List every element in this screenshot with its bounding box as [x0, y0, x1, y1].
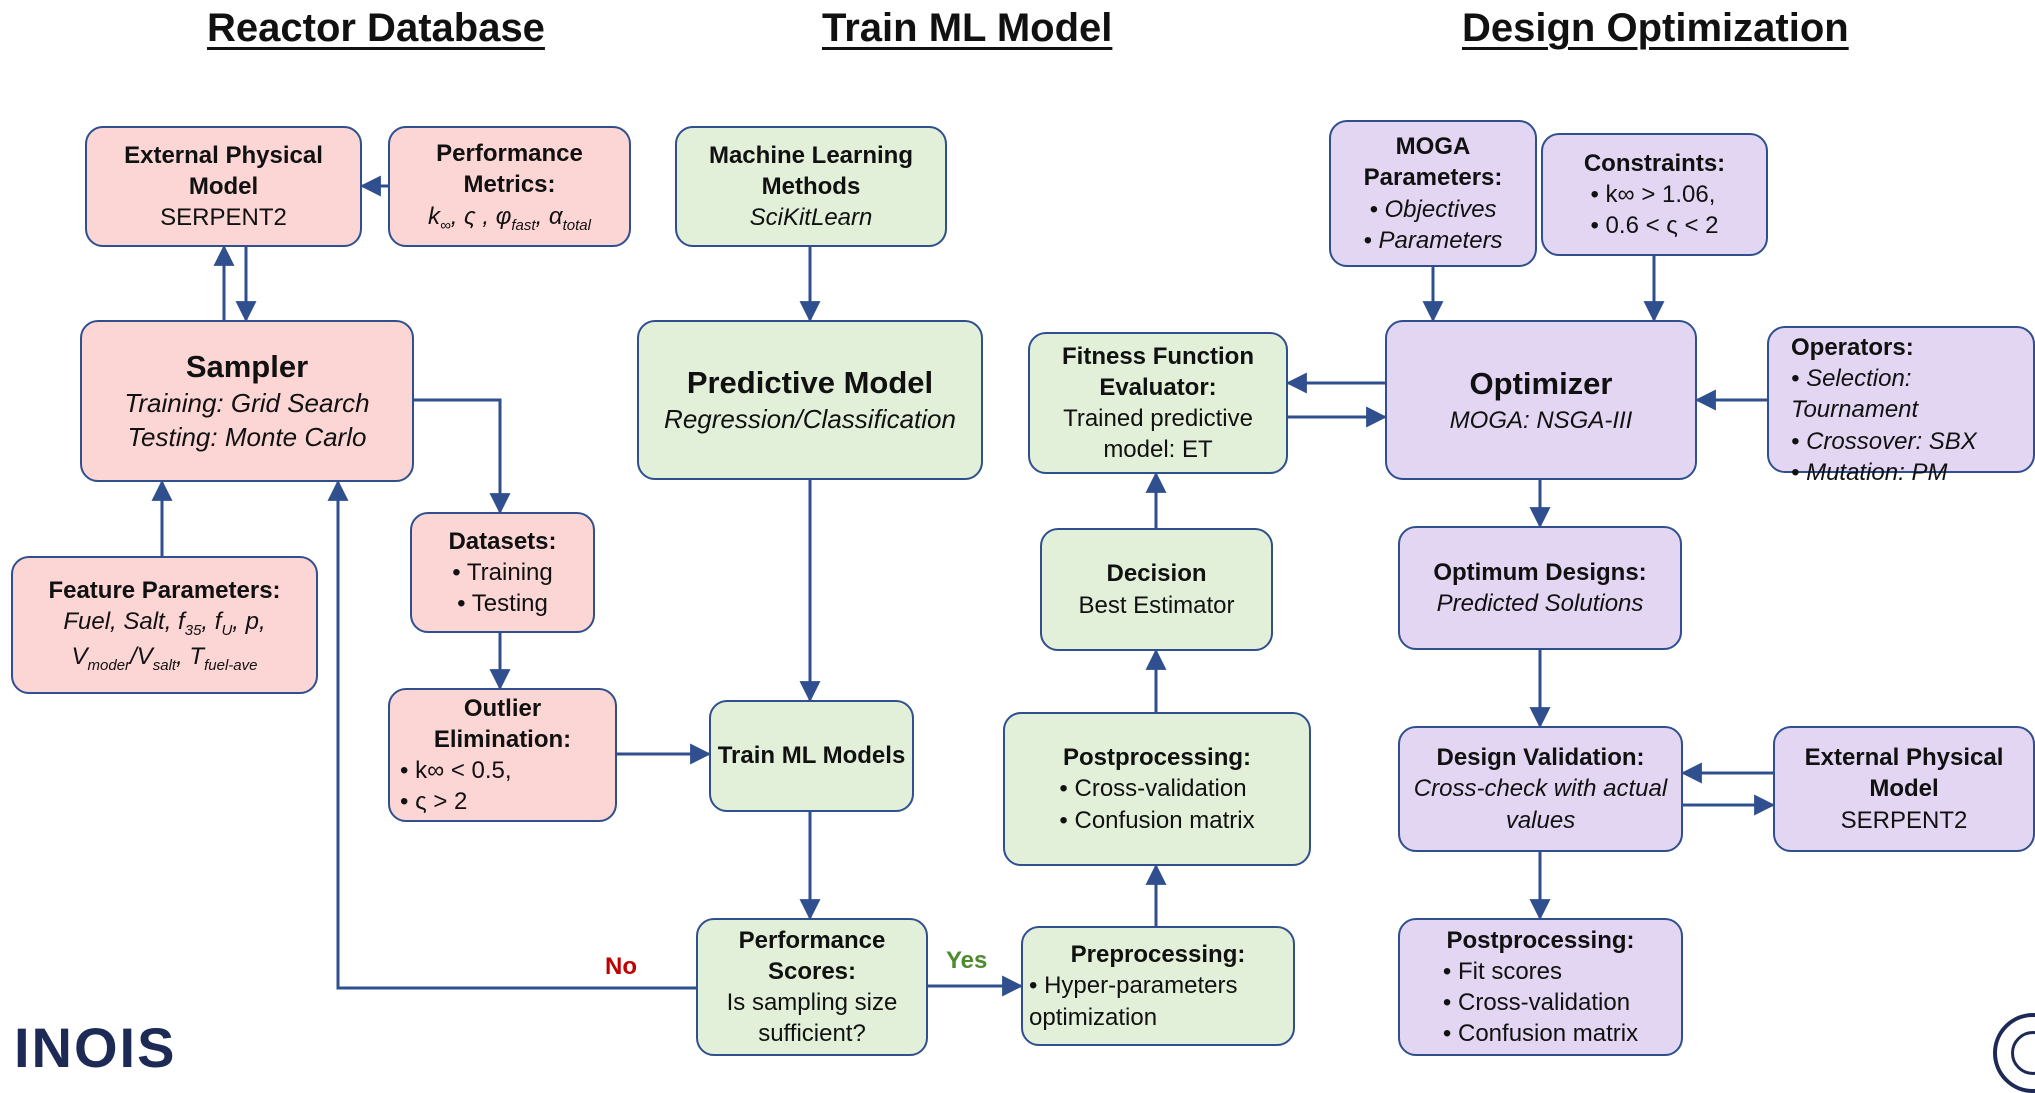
arrow-scores-no-to-sampler: [327, 479, 696, 990]
sampler-title: Sampler: [185, 349, 309, 385]
postprocessing-design-box: Postprocessing: Fit scores Cross-validat…: [1398, 918, 1683, 1056]
feature-parameters-line2: Vmoder/Vsalt, Tfuel-ave: [71, 642, 258, 674]
optimizer-box: Optimizer MOGA: NSGA-III: [1385, 320, 1697, 480]
preprocessing-title: Preprocessing:: [1070, 941, 1246, 969]
moga-params-item: Parameters: [1363, 225, 1503, 256]
constraints-box: Constraints: k∞ > 1.06, 0.6 < ς < 2: [1541, 133, 1768, 256]
postprocessing-train-item: Confusion matrix: [1059, 805, 1255, 836]
fitness-title: Fitness Function Evaluator:: [1062, 342, 1254, 401]
operators-box: Operators: Selection: Tournament Crossov…: [1767, 326, 2035, 486]
arrow-sampler-to-datasets: [414, 398, 511, 515]
predictive-model-sub: Regression/Classification: [664, 404, 956, 435]
postprocessing-design-title: Postprocessing:: [1446, 926, 1635, 954]
validation-title: Design Validation:: [1436, 744, 1645, 772]
sampler-box: Sampler Training: Grid Search Testing: M…: [80, 320, 414, 482]
design-validation-box: Design Validation: Cross-check with actu…: [1398, 726, 1683, 852]
sampler-line2: Testing: Monte Carlo: [127, 422, 367, 453]
outlier-title: Outlier Elimination:: [433, 694, 572, 753]
performance-scores-box: Performance Scores: Is sampling size suf…: [696, 918, 928, 1056]
feature-parameters-box: Feature Parameters: Fuel, Salt, f35, fU,…: [11, 556, 318, 694]
constraints-item: k∞ > 1.06,: [1590, 179, 1716, 210]
external-model-sub: SERPENT2: [160, 204, 287, 232]
external-physical-model-box: External Physical Model SERPENT2: [85, 126, 362, 247]
header-train-ml-model: Train ML Model: [822, 6, 1113, 50]
postprocessing-train-title: Postprocessing:: [1062, 744, 1252, 772]
postprocessing-train-list: Cross-validation Confusion matrix: [1059, 773, 1255, 836]
validation-sub: Cross-check with actual values: [1413, 775, 1668, 834]
yes-label: Yes: [946, 947, 988, 974]
preprocessing-box: Preprocessing: Hyper-parameters optimiza…: [1021, 926, 1295, 1046]
datasets-title: Datasets:: [448, 527, 557, 555]
operators-title: Operators:: [1791, 334, 1914, 361]
optimizer-sub: MOGA: NSGA-III: [1449, 406, 1633, 434]
moga-params-item: Objectives: [1369, 194, 1497, 225]
decision-sub: Best Estimator: [1078, 591, 1235, 619]
ml-methods-sub: SciKitLearn: [749, 204, 873, 232]
datasets-box: Datasets: Training Testing: [410, 512, 595, 633]
fitness-function-box: Fitness Function Evaluator: Trained pred…: [1028, 332, 1288, 474]
outlier-item: k∞ < 0.5,: [400, 755, 512, 786]
moga-params-title: MOGA Parameters:: [1363, 133, 1503, 192]
predictive-model-title: Predictive Model: [686, 364, 934, 400]
performance-metrics-box: Performance Metrics: k∞, ς , φfast, αtot…: [388, 126, 631, 247]
decision-title: Decision: [1106, 560, 1207, 588]
flowchart: Reactor Database Train ML Model Design O…: [0, 0, 2035, 1056]
train-ml-models-box: Train ML Models: [709, 700, 914, 812]
decision-box: Decision Best Estimator: [1040, 528, 1273, 651]
constraints-title: Constraints:: [1583, 149, 1726, 177]
performance-scores-title: Performance Scores:: [738, 926, 886, 985]
university-logo: INOIS: [14, 1016, 177, 1079]
predictive-model-box: Predictive Model Regression/Classificati…: [637, 320, 983, 480]
external-model-design-title: External Physical Model: [1804, 744, 2004, 803]
constraints-list: k∞ > 1.06, 0.6 < ς < 2: [1590, 179, 1719, 241]
external-model-design-sub: SERPENT2: [1840, 806, 1968, 834]
optimum-designs-box: Optimum Designs: Predicted Solutions: [1398, 526, 1682, 650]
postprocessing-design-item: Cross-validation: [1443, 987, 1630, 1018]
optimum-sub: Predicted Solutions: [1436, 590, 1644, 617]
postprocessing-design-list: Fit scores Cross-validation Confusion ma…: [1443, 956, 1638, 1050]
no-label: No: [605, 953, 637, 980]
outlier-item: ς > 2: [400, 786, 467, 817]
ml-methods-title: Machine Learning Methods: [708, 141, 914, 200]
ml-methods-box: Machine Learning Methods SciKitLearn: [675, 126, 947, 247]
external-physical-model-design-box: External Physical Model SERPENT2: [1773, 726, 2035, 852]
optimum-title: Optimum Designs:: [1433, 558, 1647, 586]
postprocessing-train-item: Cross-validation: [1059, 773, 1247, 804]
datasets-item: Training: [452, 557, 553, 588]
performance-scores-sub: Is sampling size sufficient?: [726, 989, 898, 1048]
operators-item: Selection: Tournament: [1791, 363, 2027, 425]
fitness-sub: Trained predictive model: ET: [1063, 405, 1253, 464]
operators-item: Crossover: SBX: [1791, 426, 1977, 457]
feature-parameters-line1: Fuel, Salt, f35, fU, p,: [63, 608, 266, 640]
header-design-optimization: Design Optimization: [1462, 6, 1849, 50]
optimizer-title: Optimizer: [1469, 366, 1613, 402]
sampler-line1: Training: Grid Search: [124, 388, 370, 419]
operators-item: Mutation: PM: [1791, 457, 1947, 488]
connector-layer: [151, 175, 1776, 997]
datasets-item: Testing: [457, 588, 548, 619]
postprocessing-design-item: Fit scores: [1443, 956, 1562, 987]
feature-parameters-title: Feature Parameters:: [48, 577, 281, 605]
preprocessing-item: Hyper-parameters optimization: [1029, 970, 1287, 1032]
constraints-item: 0.6 < ς < 2: [1590, 210, 1719, 241]
header-reactor-database: Reactor Database: [207, 6, 545, 50]
performance-metrics-items: k∞, ς , φfast, αtotal: [428, 202, 591, 234]
moga-parameters-box: MOGA Parameters: Objectives Parameters: [1329, 120, 1537, 267]
external-model-title: External Physical Model: [124, 141, 323, 200]
postprocessing-train-box: Postprocessing: Cross-validation Confusi…: [1003, 712, 1311, 866]
outlier-list: k∞ < 0.5, ς > 2: [396, 755, 512, 817]
performance-metrics-title: Performance Metrics:: [436, 140, 583, 199]
postprocessing-design-item: Confusion matrix: [1443, 1018, 1638, 1049]
train-ml-models-title: Train ML Models: [717, 742, 906, 770]
outlier-elimination-box: Outlier Elimination: k∞ < 0.5, ς > 2: [388, 688, 617, 822]
